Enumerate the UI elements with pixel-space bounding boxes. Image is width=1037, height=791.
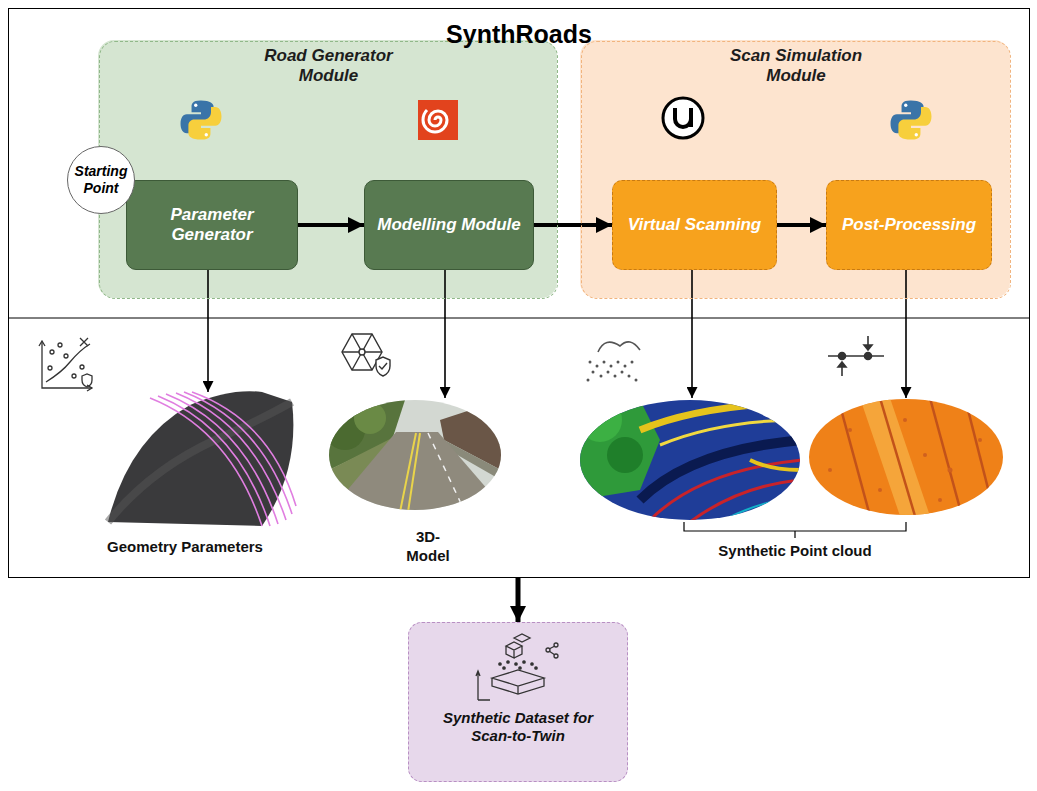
- python-logo: [181, 101, 222, 140]
- box-label: Post-Processing: [842, 215, 976, 235]
- flow-arrow: [298, 223, 364, 227]
- flow-arrow: [534, 223, 612, 227]
- figure-caption: 3D- Model: [400, 528, 456, 566]
- box-label: Synthetic Dataset for Scan-to-Twin: [421, 709, 615, 745]
- output-box: Synthetic Dataset for Scan-to-Twin: [408, 622, 628, 782]
- box-label: Modelling Module: [377, 215, 521, 235]
- box-label: Virtual Scanning: [628, 215, 762, 235]
- processed-cloud-render: [808, 398, 1004, 516]
- box-label: Parameter Generator: [137, 205, 287, 246]
- outer-frame: SynthRoadsRoad Generator ModuleStarting …: [8, 8, 1030, 578]
- process-box: Post-Processing: [826, 180, 992, 270]
- module-region: Road Generator ModuleStarting PointParam…: [99, 41, 558, 299]
- region-fill: [408, 622, 628, 782]
- box-label: Starting Point: [71, 163, 131, 197]
- module-title: Road Generator Module: [249, 46, 409, 87]
- process-box: Virtual Scanning: [612, 180, 777, 270]
- point-cloud-render: [578, 398, 802, 522]
- process-box: Modelling Module: [364, 180, 534, 270]
- leader-arrow: [208, 268, 906, 398]
- flow-arrow: [516, 578, 521, 622]
- statistics-icon: [39, 338, 92, 391]
- unreal-logo: [663, 98, 703, 138]
- diagram-title: SynthRoads: [9, 19, 1029, 49]
- figure-caption: Geometry Parameters: [95, 538, 275, 557]
- processing-icon: [828, 336, 884, 376]
- flow-arrow: [777, 223, 826, 227]
- module-region: Scan Simulation ModuleVirtual Scanning Po…: [581, 41, 1011, 299]
- model-icon: [342, 334, 390, 376]
- scan-icon: [587, 342, 641, 382]
- region-fill: [580, 40, 1010, 298]
- region-fill: [98, 40, 557, 298]
- module-title: Scan Simulation Module: [716, 46, 876, 87]
- divider-line: [8, 318, 1030, 319]
- start-circle: Starting Point: [67, 146, 135, 214]
- road-model-render: [325, 400, 501, 512]
- houdini-logo: [418, 100, 458, 140]
- bracket: [684, 522, 906, 538]
- figure-caption: Synthetic Point cloud: [700, 542, 890, 561]
- dataset-icon: [476, 634, 558, 700]
- process-box: Parameter Generator: [126, 180, 298, 270]
- python-logo: [891, 101, 932, 140]
- geometry-render: [108, 391, 296, 526]
